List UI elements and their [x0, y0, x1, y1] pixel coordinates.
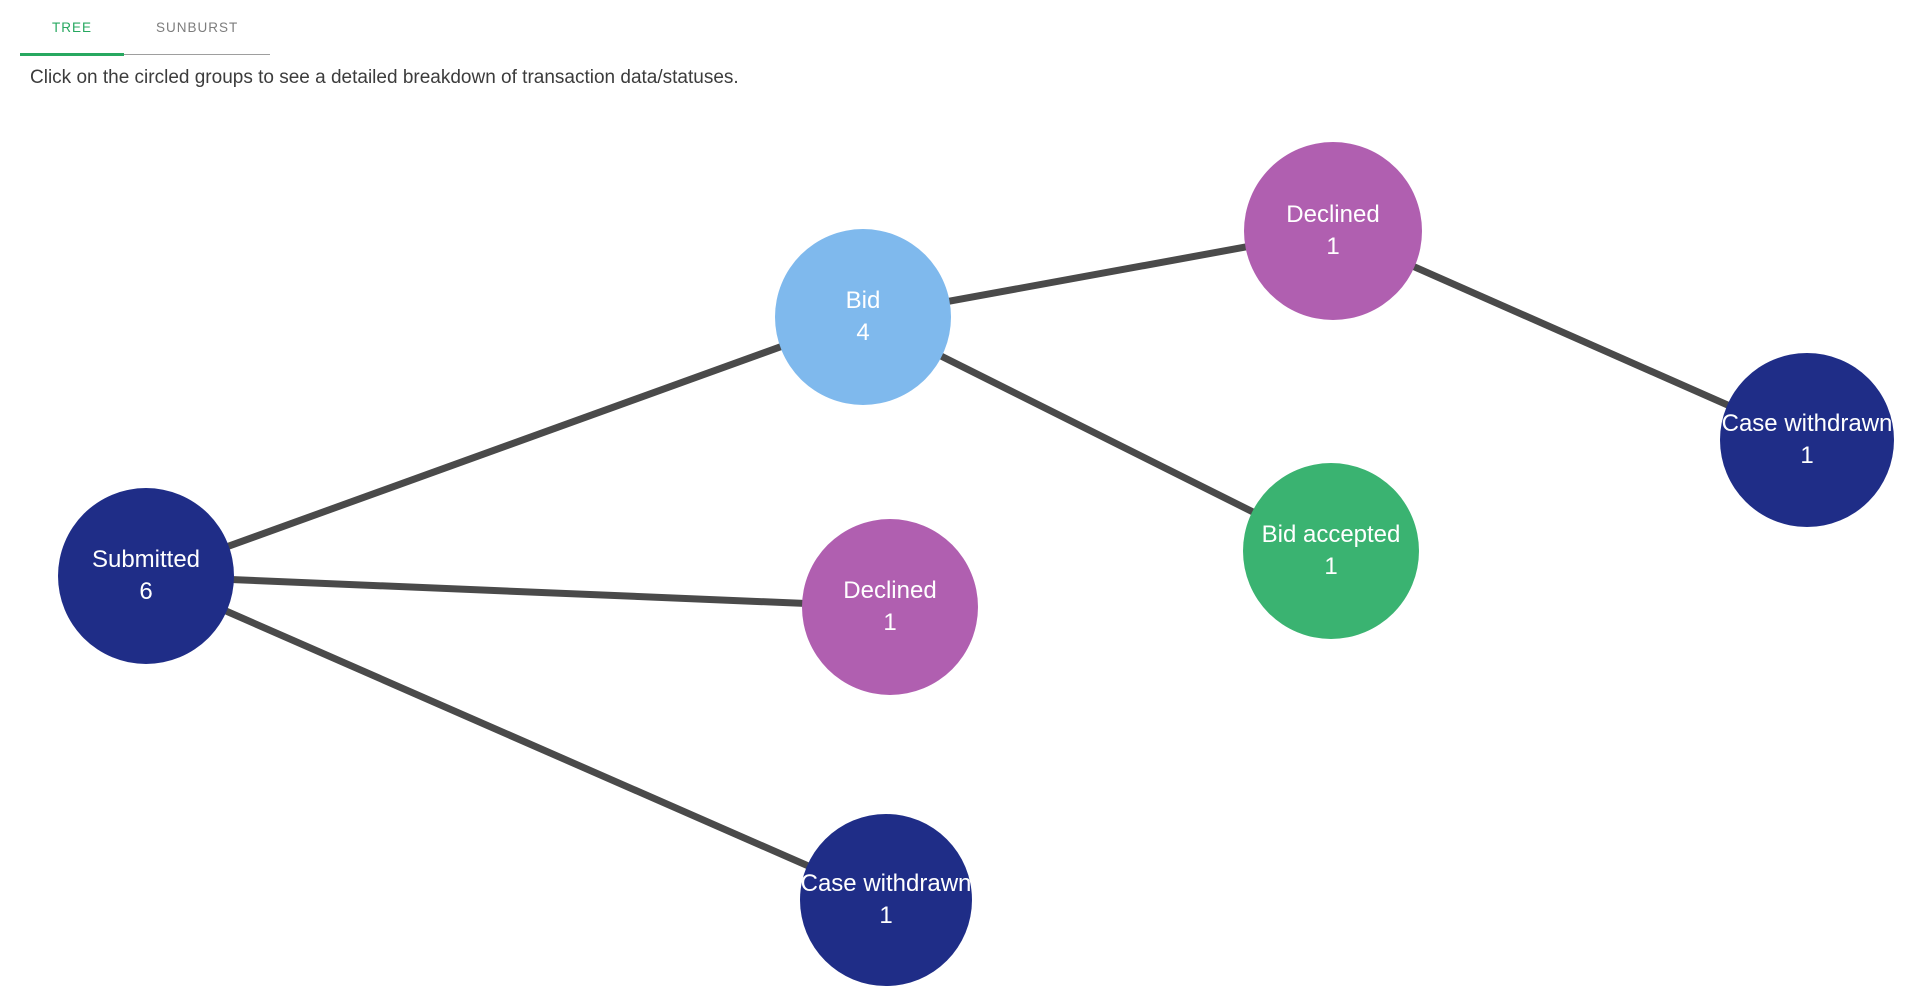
tree-node-case-withdrawn-bottom[interactable]: Case withdrawn 1 [800, 814, 972, 986]
node-label: Case withdrawn [1721, 410, 1893, 437]
active-tab-indicator [20, 53, 125, 56]
tree-node-bid[interactable]: Bid 4 [775, 229, 951, 405]
tree-node-declined-mid[interactable]: Declined 1 [802, 519, 978, 695]
tree-node-submitted[interactable]: Submitted 6 [58, 488, 234, 664]
tree-node-declined-top[interactable]: Declined 1 [1244, 142, 1422, 320]
tree-node-bid-accepted[interactable]: Bid accepted 1 [1243, 463, 1419, 639]
tree-edge-submitted--case-withdrawn-bottom [144, 572, 888, 904]
node-value: 1 [883, 609, 897, 636]
node-label: Declined [843, 577, 937, 604]
tree-edge-submitted--declined-mid [145, 572, 891, 611]
node-label: Bid accepted [1261, 521, 1401, 548]
tab-bar: TREE SUNBURST [20, 0, 271, 56]
node-label: Bid [845, 287, 881, 314]
tab-tree[interactable]: TREE [20, 0, 125, 56]
node-label: Submitted [91, 546, 201, 573]
tab-tree-label: TREE [52, 19, 93, 35]
node-value: 4 [856, 319, 870, 346]
node-label: Declined [1286, 201, 1380, 228]
node-value: 1 [1800, 442, 1814, 469]
node-value: 1 [879, 902, 893, 929]
node-value: 6 [139, 578, 153, 605]
node-value: 1 [1326, 233, 1340, 260]
node-label: Case withdrawn [800, 870, 972, 897]
tab-sunburst-label: SUNBURST [156, 19, 239, 35]
node-value: 1 [1324, 553, 1338, 580]
tree-node-case-withdrawn-right[interactable]: Case withdrawn 1 [1720, 353, 1894, 527]
instruction-text: Click on the circled groups to see a det… [30, 67, 739, 88]
tree-edge-submitted--bid [144, 313, 865, 580]
tab-sunburst[interactable]: SUNBURST [124, 0, 270, 54]
